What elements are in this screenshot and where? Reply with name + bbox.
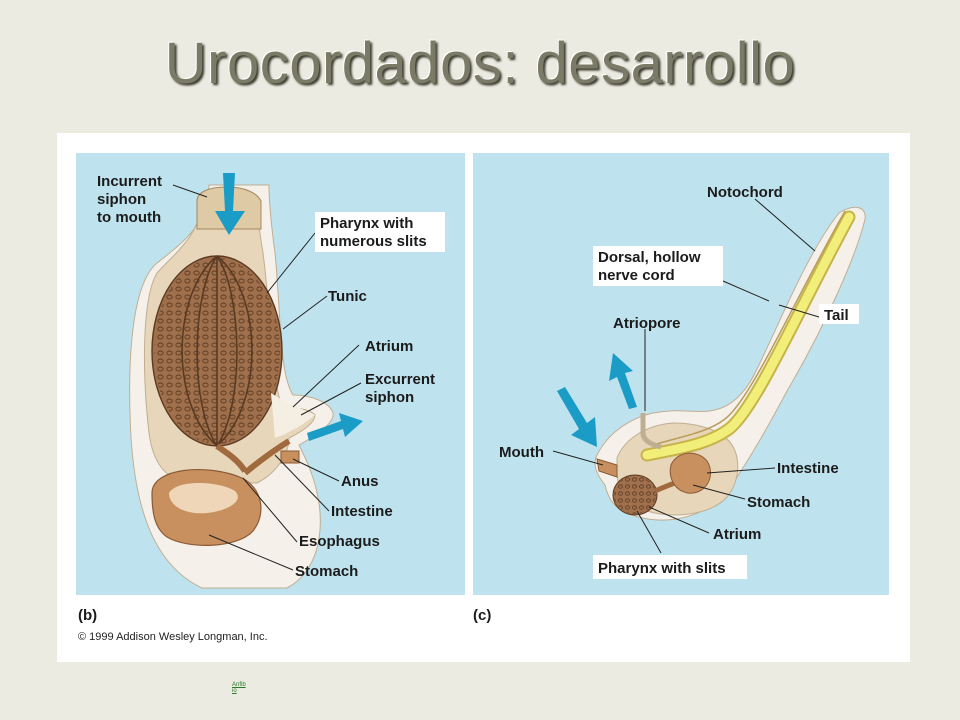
figure-canvas: Incurrent siphon to mouth Pharynx with n…	[76, 153, 889, 643]
copyright-text: © 1999 Addison Wesley Longman, Inc.	[78, 631, 268, 643]
esophagus-tube	[215, 443, 248, 473]
panel-b: Incurrent siphon to mouth Pharynx with n…	[76, 153, 465, 595]
label-nerve-1: Dorsal, hollow	[598, 249, 701, 266]
panel-tag-b: (b)	[78, 607, 97, 624]
pharynx-bars	[181, 255, 253, 447]
nerve-cord	[652, 210, 846, 446]
label-intestine-c: Intestine	[777, 460, 839, 477]
label-excurrent-1: Excurrent	[365, 371, 435, 388]
notochord-core	[642, 212, 854, 460]
panel-tag-c: (c)	[473, 607, 491, 624]
atrium-space	[271, 393, 315, 438]
mouth-c	[596, 458, 618, 478]
slide-title: Urocordados: desarrollo	[164, 31, 796, 96]
panel-c: Notochord Dorsal, hollow nerve cord Tail…	[473, 153, 889, 595]
label-atrium-c: Atrium	[713, 526, 761, 543]
label-stomach: Stomach	[295, 563, 358, 580]
label-notochord: Notochord	[707, 184, 783, 201]
label-box-tail	[819, 304, 859, 324]
label-anus: Anus	[341, 473, 379, 490]
label-tail: Tail	[824, 307, 849, 324]
panel-c-labels: Notochord Dorsal, hollow nerve cord Tail…	[499, 184, 859, 579]
label-box-pharynx-c	[593, 555, 747, 579]
anus-opening	[280, 450, 300, 464]
pharynx-c-slits	[614, 476, 656, 514]
label-excurrent-2: siphon	[365, 389, 414, 406]
panel-b-leaders	[172, 184, 362, 571]
label-pharynx-1: Pharynx with	[320, 215, 413, 232]
label-intestine: Intestine	[331, 503, 393, 520]
label-nerve-2: nerve cord	[598, 267, 675, 284]
footer-link[interactable]: Anf​ibi​o	[232, 682, 246, 694]
label-mouth: Mouth	[499, 444, 544, 461]
anatomy-figure: Incurrent siphon to mouth Pharynx with n…	[57, 133, 910, 662]
label-box-nerve	[593, 246, 723, 286]
label-pharynx-2: numerous slits	[320, 233, 427, 250]
label-incurrent-2: siphon	[97, 191, 146, 208]
panel-c-leaders	[552, 198, 820, 554]
label-pharynx-c: Pharynx with slits	[598, 560, 726, 577]
mouth-arrow	[557, 387, 597, 447]
excurrent-arrow	[307, 413, 363, 441]
label-stomach-c: Stomach	[747, 494, 810, 511]
label-esophagus: Esophagus	[299, 533, 380, 550]
atriopore-arrow	[609, 353, 637, 409]
label-tunic: Tunic	[328, 288, 367, 305]
panel-c-background	[473, 153, 889, 595]
stomach-c	[669, 452, 711, 494]
incurrent-arrow	[215, 173, 245, 235]
label-atriopore: Atriopore	[613, 315, 681, 332]
panel-b-labels: Incurrent siphon to mouth Pharynx with n…	[97, 173, 445, 580]
label-atrium: Atrium	[365, 338, 413, 355]
intestine-loop	[243, 438, 291, 476]
label-box-pharynx	[315, 212, 445, 252]
label-incurrent-1: Incurrent	[97, 173, 162, 190]
label-incurrent-3: to mouth	[97, 209, 161, 226]
atriopore-tube	[640, 413, 662, 450]
stomach-lumen	[169, 483, 238, 514]
